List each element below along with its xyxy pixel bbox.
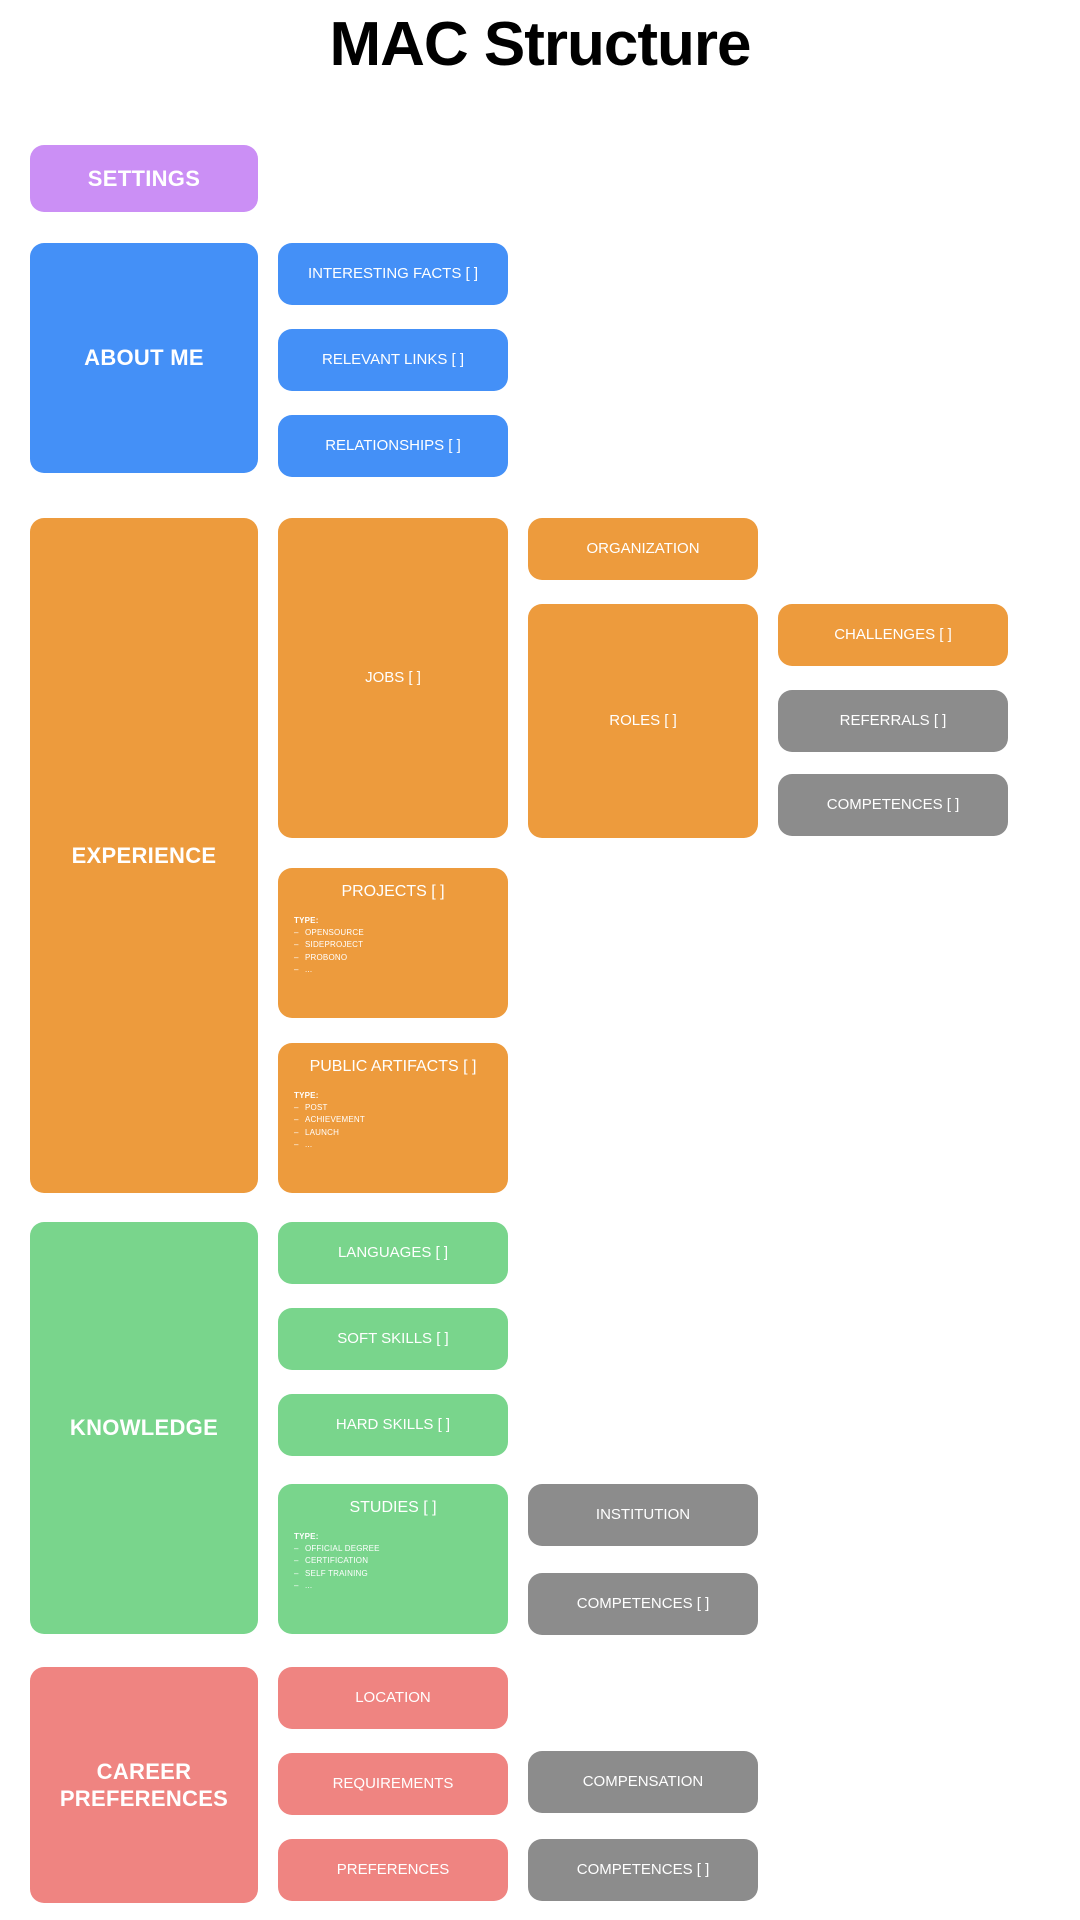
node-hard-skills[interactable]: HARD SKILLS [ ] [278,1394,508,1456]
node-experience[interactable]: EXPERIENCE [30,518,258,1193]
list-item: –SIDEPROJECT [294,940,364,950]
node-studies-type-label: TYPE: [294,1532,319,1541]
list-item: –CERTIFICATION [294,1556,369,1566]
list-item: –POST [294,1103,328,1112]
node-public-artifacts-type-label: TYPE: [294,1091,319,1100]
list-item: –... [294,965,313,975]
node-studies[interactable]: STUDIES [ ] TYPE: –OFFICIAL DEGREE –CERT… [278,1484,508,1634]
node-public-artifacts[interactable]: PUBLIC ARTIFACTS [ ] TYPE: –POST –ACHIEV… [278,1043,508,1193]
list-item: –... [294,1581,313,1591]
node-relevant-links[interactable]: RELEVANT LINKS [ ] [278,329,508,391]
node-projects-type-label: TYPE: [294,916,319,925]
node-knowledge[interactable]: KNOWLEDGE [30,1222,258,1634]
node-organization[interactable]: ORGANIZATION [528,518,758,580]
list-item: –OFFICIAL DEGREE [294,1544,380,1553]
node-projects-type-list: –OPENSOURCE –SIDEPROJECT –PROBONO –... [294,927,492,977]
node-projects-title: PROJECTS [ ] [341,883,445,900]
node-location[interactable]: LOCATION [278,1667,508,1729]
page-title: MAC Structure [329,10,751,79]
node-studies-type-list: –OFFICIAL DEGREE –CERTIFICATION –SELF TR… [294,1543,492,1593]
node-requirements[interactable]: REQUIREMENTS [278,1753,508,1815]
list-item: –SELF TRAINING [294,1568,368,1578]
node-competences-career[interactable]: COMPETENCES [ ] [528,1839,758,1901]
node-roles[interactable]: ROLES [ ] [528,604,758,838]
node-compensation[interactable]: COMPENSATION [528,1751,758,1813]
node-competences-knowledge[interactable]: COMPETENCES [ ] [528,1573,758,1635]
list-item: –OPENSOURCE [294,928,364,937]
node-relationships[interactable]: RELATIONSHIPS [ ] [278,415,508,477]
node-about-me[interactable]: ABOUT ME [30,243,258,473]
list-item: –... [294,1140,313,1150]
list-item: –ACHIEVEMENT [294,1115,365,1125]
list-item: –PROBONO [294,952,348,962]
node-soft-skills[interactable]: SOFT SKILLS [ ] [278,1308,508,1370]
node-jobs[interactable]: JOBS [ ] [278,518,508,838]
node-referrals[interactable]: REFERRALS [ ] [778,690,1008,752]
node-challenges[interactable]: CHALLENGES [ ] [778,604,1008,666]
node-preferences[interactable]: PREFERENCES [278,1839,508,1901]
node-institution[interactable]: INSTITUTION [528,1484,758,1546]
node-settings[interactable]: SETTINGS [30,145,258,212]
node-competences-experience[interactable]: COMPETENCES [ ] [778,774,1008,836]
node-public-artifacts-type-list: –POST –ACHIEVEMENT –LAUNCH –... [294,1102,492,1152]
node-languages[interactable]: LANGUAGES [ ] [278,1222,508,1284]
node-public-artifacts-title: PUBLIC ARTIFACTS [ ] [309,1058,477,1075]
node-projects[interactable]: PROJECTS [ ] TYPE: –OPENSOURCE –SIDEPROJ… [278,868,508,1018]
node-studies-title: STUDIES [ ] [349,1499,437,1516]
list-item: –LAUNCH [294,1127,340,1137]
node-career-preferences[interactable]: CAREER PREFERENCES [30,1667,258,1903]
node-interesting-facts[interactable]: INTERESTING FACTS [ ] [278,243,508,305]
